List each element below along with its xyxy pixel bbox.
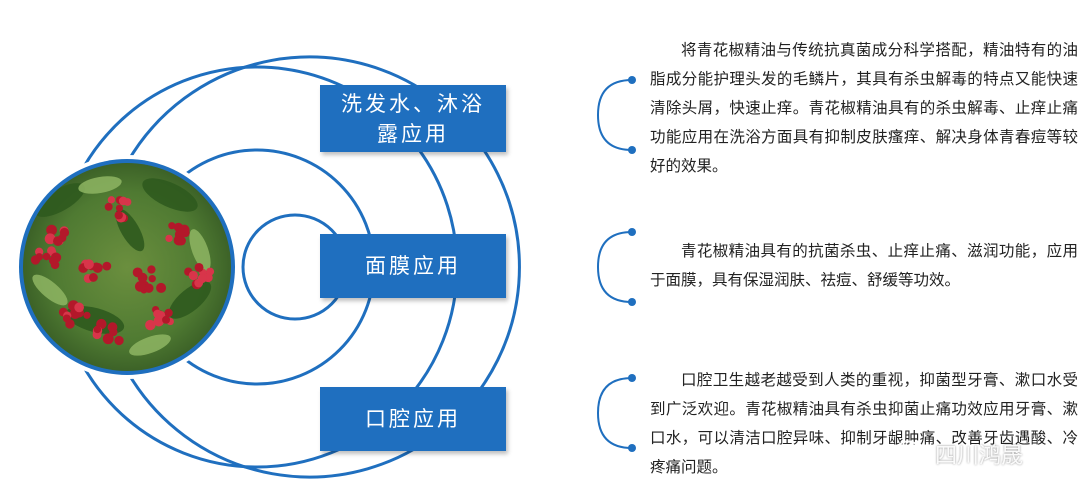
bracket-dot [628,374,636,382]
peppercorn-berry [168,222,176,230]
bracket-dot [628,228,636,236]
peppercorn-berry [107,322,118,333]
peppercorn-berry [148,275,156,283]
sichuan-peppercorn-photo [23,163,231,371]
peppercorn-berry [176,236,186,246]
watermark: 四川鸿晟 [895,438,1023,470]
peppercorn-berry [107,196,116,204]
peppercorn-berry [65,319,75,329]
peppercorn-berry [48,255,59,265]
bracket-dot [628,444,636,452]
peppercorn-berry [145,319,156,331]
peppercorn-berry [53,236,63,246]
peppercorn-berry [197,274,207,284]
outer-ring [125,55,521,479]
watermark-text: 四川鸿晟 [935,444,1024,469]
peppercorn-berry [114,335,124,346]
peppercorn-berry [134,281,146,292]
shampoo-bracket [596,79,633,151]
peppercorn-berry [156,282,167,293]
bracket-dot [628,298,636,306]
peppercorn-berry [144,283,154,293]
peppercorn-berry [102,333,114,345]
shampoo-label-line2: 露应用 [377,121,449,146]
shampoo-description: 将青花椒精油与传统抗真菌成分科学搭配，精油特有的油脂成分能护理头发的毛鳞片，其具… [650,41,1078,175]
peppercorn-berry [118,196,128,206]
peppercorn-berry [89,273,98,282]
bracket-dot [628,146,636,154]
peppercorn-berry [83,259,94,270]
peppercorn-berry [147,265,156,274]
peppercorn-berry [46,224,57,236]
oral-label: 口腔应用 [365,407,461,431]
mask-bracket [596,231,633,303]
wechat-icon [895,440,929,466]
peppercorn-berry [104,202,113,211]
peppercorn-berry [93,325,102,334]
peppercorn-berry [165,234,173,243]
peppercorn-berry [44,233,56,245]
mask-label-box: 面膜应用 [320,234,506,298]
peppercorn-berry [74,302,84,313]
peppercorn-berry [92,262,103,273]
peppercorn-berry [35,253,43,261]
peppercorn-berry [42,252,51,261]
peppercorn-berry [102,261,112,271]
oral-bracket [596,377,633,449]
shampoo-label-line1: 洗发水、沐浴 [341,91,485,116]
peppercorn-berry [132,267,143,278]
shampoo-label-box: 洗发水、沐浴 露应用 [320,85,506,152]
bracket-dot [628,76,636,84]
peppercorn-berry [83,311,91,319]
peppercorn-berry [115,204,123,212]
peppercorn-berry [114,211,123,220]
mask-label: 面膜应用 [365,254,461,278]
peppercorn-berry [162,315,171,324]
oral-description: 口腔卫生越老越受到人类的重视，抑菌型牙膏、漱口水受到广泛欢迎。青花椒精油具有杀虫… [650,371,1078,476]
peppercorn-berry [164,308,173,318]
mask-description: 青花椒精油具有的抗菌杀虫、止痒止痛、滋润功能，应用于面膜，具有保湿润肤、祛痘、舒… [650,242,1078,289]
oral-label-box: 口腔应用 [320,387,506,451]
peppercorn-berry [194,262,204,272]
peppercorn-berry [188,270,198,281]
peppercorn-berry [59,227,70,238]
